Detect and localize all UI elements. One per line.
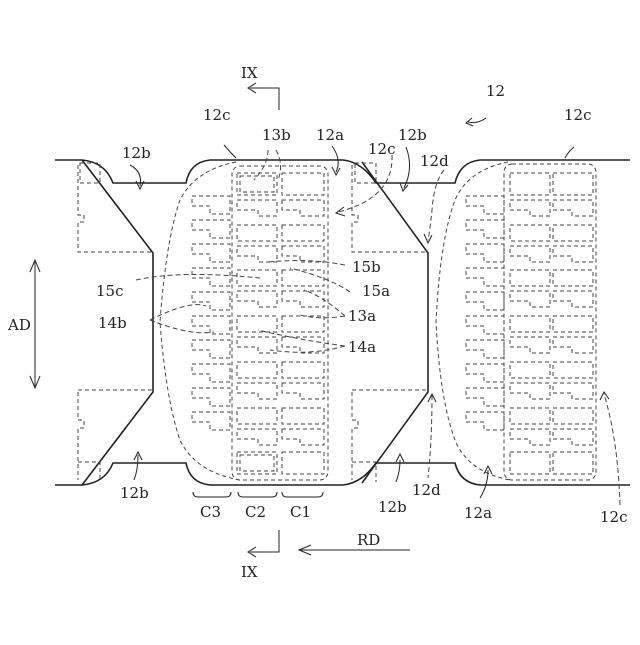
axial-direction-label: AD xyxy=(7,316,31,334)
ref-label-12d-top: 12d xyxy=(420,152,449,170)
ref-label-12b-top-left: 12b xyxy=(122,144,151,162)
column-brackets xyxy=(193,492,323,497)
rotation-direction-label: RD xyxy=(357,531,380,549)
section-label-bottom: IX xyxy=(241,563,258,581)
module-left xyxy=(160,162,328,480)
ref-label-14b: 14b xyxy=(98,314,127,332)
module-right xyxy=(436,162,596,480)
rotation-direction-arrow xyxy=(299,545,410,555)
ref-label-12: 12 xyxy=(486,82,505,100)
ref-label-12b-bottom-left: 12b xyxy=(120,484,149,502)
ref-label-12c-top-right: 12c xyxy=(564,106,592,124)
section-line-bottom xyxy=(248,530,279,557)
ref-label-12a-bottom: 12a xyxy=(464,504,492,522)
section-label-top: IX xyxy=(241,64,258,82)
ref-label-15b: 15b xyxy=(352,258,381,276)
ref-label-12b-bottom-right: 12b xyxy=(378,498,407,516)
ref-label-12c-top-mid: 12c xyxy=(368,140,396,158)
ref-label-14a: 14a xyxy=(348,338,376,356)
ref-label-12b-top-right: 12b xyxy=(398,126,427,144)
axial-direction-arrow xyxy=(30,260,40,388)
ref-label-15a: 15a xyxy=(362,282,390,300)
column-label-c1: C1 xyxy=(290,503,311,521)
ref-label-15c: 15c xyxy=(96,282,124,300)
ref-label-12c-bottom-right: 12c xyxy=(600,508,628,526)
section-line-top xyxy=(248,83,279,110)
ref-label-13a: 13a xyxy=(348,307,376,325)
ref-label-12d-bottom: 12d xyxy=(412,481,441,499)
ref-label-12c-top-left: 12c xyxy=(203,106,231,124)
column-label-c3: C3 xyxy=(200,503,221,521)
ref-label-13b: 13b xyxy=(262,126,291,144)
belt-outline xyxy=(55,160,630,485)
ref-label-12a-top: 12a xyxy=(316,126,344,144)
column-label-c2: C2 xyxy=(245,503,266,521)
